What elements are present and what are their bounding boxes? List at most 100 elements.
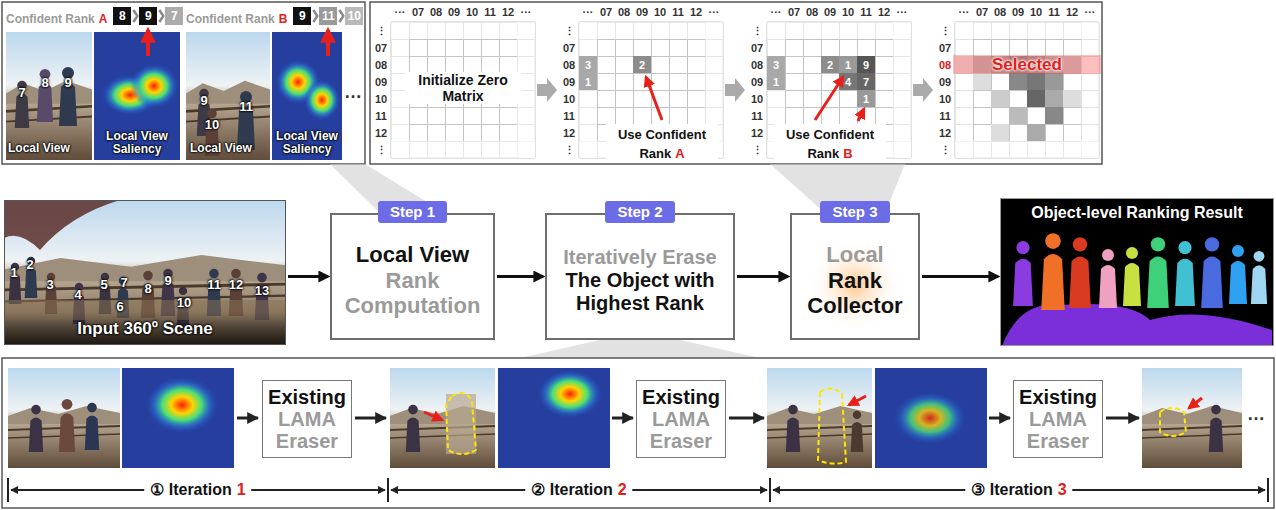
iteration-label: ① Iteration bbox=[150, 481, 232, 498]
callout-number: 10 bbox=[177, 295, 191, 310]
axis-label: ··· bbox=[395, 7, 406, 18]
step-body: LocalRank Collector bbox=[792, 223, 918, 339]
rank-badge: 10 bbox=[345, 7, 363, 25]
step-text: Iteratively Erase bbox=[563, 246, 716, 269]
axis-label: 10 bbox=[751, 93, 763, 104]
label-group: ② Iteration 2 bbox=[525, 480, 632, 499]
axis-label: 11 bbox=[375, 110, 387, 121]
input-image: Input 360º Scene bbox=[4, 200, 286, 345]
matrix-panel bbox=[370, 2, 1102, 164]
iteration-label: ③ Iteration bbox=[971, 481, 1053, 498]
eraser-text: LAMA Eraser bbox=[641, 408, 721, 452]
eraser-box: ExistingLAMA Eraser bbox=[636, 380, 726, 458]
callout-number: 3 bbox=[46, 277, 53, 292]
ranking-result-image bbox=[1000, 198, 1274, 346]
badge-number: 9 bbox=[299, 10, 306, 22]
rank-badge: 9 bbox=[139, 7, 157, 25]
flow-arrow bbox=[737, 275, 788, 278]
badge-number: 10 bbox=[348, 10, 361, 22]
axis-label: 12 bbox=[690, 7, 702, 18]
label-group: Use Confident RankB bbox=[774, 124, 886, 162]
axis-label: 11 bbox=[672, 7, 684, 18]
rank-letter: B bbox=[843, 146, 852, 161]
ellipsis: … bbox=[1247, 404, 1265, 425]
flow-arrow bbox=[288, 275, 328, 278]
axis-label: 08 bbox=[751, 59, 763, 70]
cell-value: 7 bbox=[863, 76, 869, 87]
axis-label: 08 bbox=[618, 7, 630, 18]
cell-value: 2 bbox=[827, 59, 833, 70]
axis-label: ··· bbox=[521, 7, 532, 18]
axis-label: 07 bbox=[600, 7, 612, 18]
matrix-note: Use Confident Rank bbox=[786, 127, 874, 161]
rank-caption: Confident Rank bbox=[6, 12, 95, 26]
axis-label: 10 bbox=[842, 7, 854, 18]
axis-label: 11 bbox=[751, 110, 763, 121]
cell-value: 9 bbox=[863, 59, 869, 70]
callout-number: 4 bbox=[74, 287, 81, 302]
axis-label: ⋮ bbox=[376, 144, 387, 155]
axis-label: ··· bbox=[1085, 7, 1096, 18]
image-caption: Local View Saliency bbox=[272, 130, 342, 156]
eraser-text: LAMA Eraser bbox=[267, 408, 347, 452]
step-text: Local View bbox=[356, 242, 469, 267]
cell-value: 1 bbox=[585, 76, 591, 87]
axis-label: ⋮ bbox=[564, 144, 575, 155]
axis-label: 08 bbox=[563, 59, 575, 70]
cell-value: 3 bbox=[585, 59, 591, 70]
iteration-panel bbox=[2, 358, 1274, 508]
axis-label: 07 bbox=[563, 42, 575, 53]
callout-number: 10 bbox=[205, 117, 219, 132]
image-caption: Local View bbox=[8, 142, 70, 155]
axis-label: ··· bbox=[771, 7, 782, 18]
axis-label: 10 bbox=[563, 93, 575, 104]
axis-label: 07 bbox=[976, 7, 988, 18]
label-group: ① Iteration 1 bbox=[144, 480, 251, 499]
order-chevron bbox=[339, 10, 343, 22]
axis-label: 09 bbox=[939, 76, 951, 87]
axis-label: 11 bbox=[1048, 7, 1060, 18]
callout-number: 8 bbox=[144, 281, 151, 296]
rank-caption: Confident Rank bbox=[186, 12, 275, 26]
axis-label: 11 bbox=[860, 7, 872, 18]
axis-label: 10 bbox=[375, 93, 387, 104]
step-tab: Step 1 bbox=[378, 201, 447, 223]
image-caption: Local View Saliency bbox=[95, 130, 179, 156]
step-tab: Step 2 bbox=[605, 201, 674, 223]
axis-label: ··· bbox=[583, 7, 594, 18]
eraser-text: Existing bbox=[268, 386, 346, 408]
axis-label: ··· bbox=[959, 7, 970, 18]
axis-label: 09 bbox=[751, 76, 763, 87]
callout-number: 11 bbox=[239, 99, 253, 114]
matrix-note: Use Confident Rank bbox=[618, 127, 706, 161]
iteration-number: 3 bbox=[1058, 481, 1067, 498]
axis-label: 09 bbox=[636, 7, 648, 18]
step-text: The Object with Highest Rank bbox=[553, 269, 727, 315]
cell-value: 1 bbox=[773, 76, 779, 87]
axis-label: ⋮ bbox=[376, 25, 387, 36]
image-caption: Local View bbox=[190, 142, 252, 155]
selected-tag: Selected bbox=[992, 55, 1062, 75]
badge-number: 8 bbox=[119, 10, 126, 22]
matrix-note: Initialize Zero Matrix bbox=[405, 72, 521, 104]
output-image: Object-level Ranking Result bbox=[1000, 198, 1274, 346]
iteration-label: ② Iteration bbox=[531, 481, 613, 498]
label-group: Confident RankA bbox=[6, 8, 107, 27]
label-group: Confident RankB bbox=[186, 8, 287, 27]
axis-label: 07 bbox=[939, 42, 951, 53]
step-body: Local ViewRank Computation bbox=[332, 223, 493, 339]
panorama-image bbox=[4, 200, 286, 345]
step-text: Rank Computation bbox=[338, 268, 487, 319]
axis-label: 08 bbox=[939, 59, 951, 70]
iteration-number: 2 bbox=[618, 481, 627, 498]
iteration-number: 1 bbox=[237, 481, 246, 498]
flow-arrow bbox=[922, 275, 998, 278]
eraser-box: ExistingLAMA Eraser bbox=[1013, 380, 1103, 458]
axis-label: 11 bbox=[939, 110, 951, 121]
ellipsis: … bbox=[344, 82, 362, 103]
axis-label: 08 bbox=[375, 59, 387, 70]
axis-label: ··· bbox=[897, 7, 908, 18]
axis-label: 07 bbox=[412, 7, 424, 18]
order-chevron bbox=[313, 10, 317, 22]
zoom-fans bbox=[330, 164, 905, 358]
